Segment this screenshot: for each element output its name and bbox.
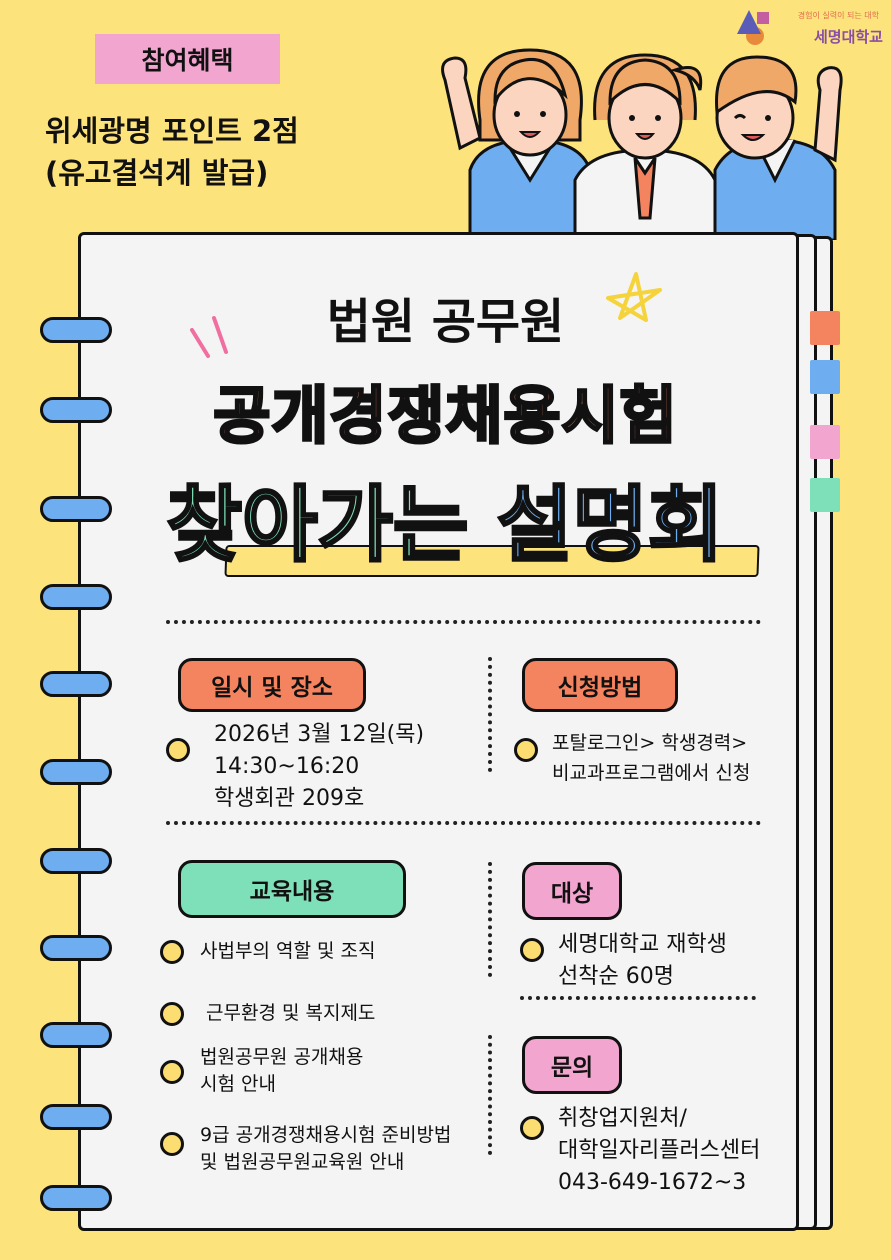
tab-mint[interactable] <box>810 478 840 512</box>
notebook-page <box>78 232 799 1231</box>
divider-vertical-2 <box>488 862 492 977</box>
star-doodle-icon <box>606 272 662 322</box>
title-open-recruitment-exam: 공개경쟁채용시험 <box>212 378 678 454</box>
bullet-icon <box>514 738 538 762</box>
cheering-students-icon <box>441 48 843 242</box>
logo-name: 세명대학교 <box>813 28 883 46</box>
bullet-icon <box>520 1116 544 1140</box>
spiral-ring <box>40 397 112 423</box>
bullet-icon <box>520 938 544 962</box>
spiral-ring <box>40 671 112 697</box>
schedule-time: 14:30~16:20 <box>214 754 360 779</box>
bullet-icon <box>160 1002 184 1026</box>
spiral-ring <box>40 1104 112 1130</box>
spiral-ring <box>40 1185 112 1211</box>
schedule-place: 학생회관 209호 <box>214 786 365 811</box>
education-item-2: 근무환경 및 복지제도 <box>206 1002 376 1024</box>
spiral-ring <box>40 935 112 961</box>
spiral-ring <box>40 848 112 874</box>
apply-label: 신청방법 <box>522 658 678 712</box>
education-item-4: 9급 공개경쟁채용시험 준비방법 및 법원공무원교육원 안내 <box>200 1124 452 1173</box>
tab-pink[interactable] <box>810 425 840 459</box>
bullet-icon <box>160 1132 184 1156</box>
apply-line-2: 비교과프로그램에서 신청 <box>552 762 751 784</box>
tab-blue[interactable] <box>810 360 840 394</box>
spiral-ring <box>40 496 112 522</box>
education-label: 교육내용 <box>178 860 406 918</box>
spiral-ring <box>40 584 112 610</box>
divider-middle <box>166 821 761 825</box>
schedule-label: 일시 및 장소 <box>178 658 366 712</box>
university-logo: 경험이 실력이 되는 대학 세명대학교 <box>733 4 883 50</box>
logo-slogan: 경험이 실력이 되는 대학 <box>797 11 879 20</box>
bullet-icon <box>160 940 184 964</box>
divider-vertical-1 <box>488 657 492 772</box>
students-illustration <box>425 40 865 242</box>
contact-line-1: 취창업지원처/ <box>558 1106 687 1131</box>
benefit-absence-note: (유고결석계 발급) <box>45 156 269 190</box>
schedule-date: 2026년 3월 12일(목) <box>214 722 425 747</box>
benefit-tag: 참여혜택 <box>95 34 280 84</box>
target-label: 대상 <box>522 862 622 920</box>
apply-line-1: 포탈로그인> 학생경력> <box>552 732 748 754</box>
contact-label: 문의 <box>522 1036 622 1094</box>
target-line-2: 선착순 60명 <box>558 964 674 989</box>
logo-shapes-icon <box>737 10 769 45</box>
spiral-ring <box>40 1022 112 1048</box>
benefit-points: 위세광명 포인트 2점 <box>45 114 299 148</box>
bullet-icon <box>160 1060 184 1084</box>
contact-line-2: 대학일자리플러스센터 <box>558 1138 761 1163</box>
contact-phone: 043-649-1672~3 <box>558 1170 747 1195</box>
title-briefing: 설명회 <box>495 477 724 575</box>
divider-top <box>166 620 761 624</box>
divider-right <box>520 996 756 1000</box>
spiral-ring <box>40 317 112 343</box>
title-court-officials: 법원 공무원 <box>326 294 565 350</box>
bullet-icon <box>166 738 190 762</box>
tab-orange[interactable] <box>810 311 840 345</box>
title-visiting: 찾아가는 <box>165 477 470 575</box>
divider-vertical-3 <box>488 1035 492 1155</box>
education-item-1: 사법부의 역할 및 조직 <box>200 940 376 962</box>
sparkle-lines-icon <box>190 316 228 358</box>
target-line-1: 세명대학교 재학생 <box>558 932 727 957</box>
education-item-3: 법원공무원 공개채용 시험 안내 <box>200 1046 364 1095</box>
spiral-ring <box>40 759 112 785</box>
title-visiting-briefing: 찾아가는 설명회 <box>115 458 775 577</box>
